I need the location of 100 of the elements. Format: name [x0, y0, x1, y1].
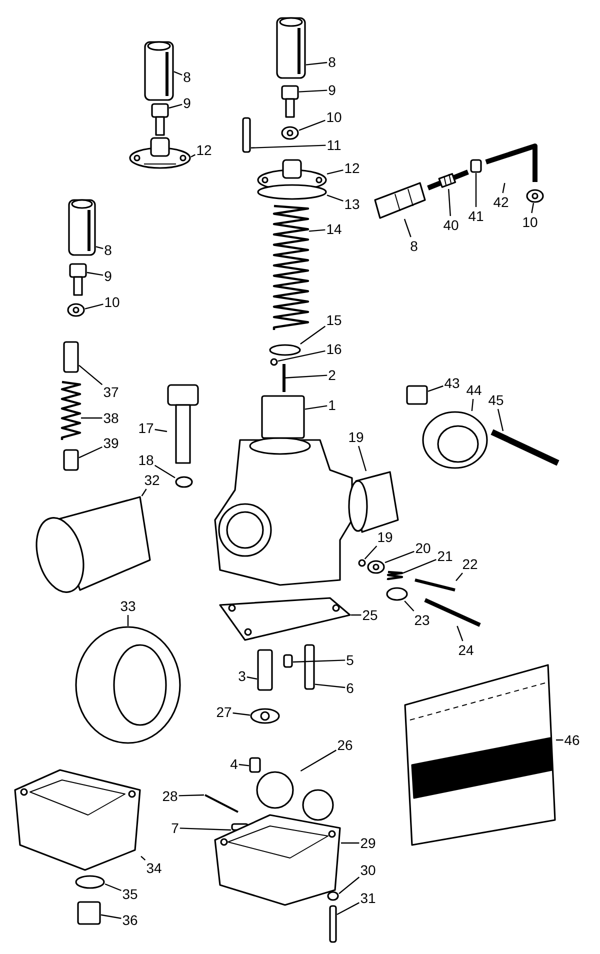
leader-line — [78, 364, 103, 386]
leader-line — [304, 405, 328, 410]
washer-drawing — [327, 891, 339, 901]
leader-line — [154, 428, 168, 432]
screw-drawing — [329, 905, 337, 943]
gasket-drawing — [219, 597, 351, 641]
leader-line — [428, 385, 444, 392]
spring-drawing — [272, 204, 310, 331]
leader-line — [326, 194, 344, 202]
callout-number: 26 — [337, 737, 353, 753]
leader-line — [456, 626, 464, 642]
pin-drawing — [204, 794, 238, 813]
spring-drawing — [386, 570, 404, 580]
float-valve-drawing — [249, 757, 261, 773]
cable-adjuster-drawing — [427, 170, 469, 190]
callout-number: 12 — [344, 160, 360, 176]
clamp-drawing — [422, 411, 488, 469]
leader-line — [364, 546, 378, 560]
callout-number: 42 — [493, 194, 509, 210]
sleeve-drawing — [348, 471, 399, 533]
leader-line — [96, 246, 104, 250]
leader-line — [358, 446, 367, 472]
bolt-drawing — [490, 429, 560, 466]
cable-sheath-drawing — [485, 144, 538, 182]
callout-number: 10 — [522, 214, 538, 230]
leader-line — [232, 712, 250, 716]
callout-number: 43 — [444, 375, 460, 391]
leader-line — [351, 614, 362, 616]
jet-drawing — [304, 644, 315, 690]
callout-number: 29 — [360, 835, 376, 851]
parts-bag-drawing — [404, 664, 556, 846]
leader-line — [338, 876, 360, 894]
spacer-drawing — [406, 385, 428, 405]
screw-drawing — [63, 341, 79, 373]
leader-line — [402, 559, 436, 574]
callout-number: 10 — [326, 109, 342, 125]
leader-line — [180, 828, 232, 831]
adjuster-screw-drawing — [151, 103, 169, 136]
leader-line — [404, 218, 412, 238]
leader-line — [190, 154, 196, 158]
callout-number: 46 — [564, 732, 580, 748]
starter-knob-drawing — [167, 384, 199, 464]
callout-number: 25 — [362, 607, 378, 623]
leader-line — [246, 676, 258, 680]
float-bowl-drawing — [214, 814, 341, 906]
rubber-boot-drawing — [374, 182, 426, 219]
callout-number: 19 — [377, 529, 393, 545]
callout-number: 44 — [466, 382, 482, 398]
callout-number: 39 — [103, 435, 119, 451]
washer-drawing — [269, 344, 301, 356]
screw-drawing — [242, 117, 251, 153]
leader-line — [308, 229, 326, 232]
leader-line — [497, 408, 504, 432]
leader-line — [292, 660, 346, 663]
leader-line — [104, 883, 122, 892]
callout-number: 15 — [326, 312, 342, 328]
leader-line — [298, 90, 328, 92]
callout-number: 8 — [183, 69, 191, 85]
leader-line — [300, 326, 326, 344]
leader-line — [531, 202, 534, 214]
callout-number: 21 — [437, 548, 453, 564]
leader-line — [174, 71, 182, 76]
jet-drawing — [283, 654, 293, 668]
callout-number: 8 — [104, 242, 112, 258]
callout-number: 16 — [326, 341, 342, 357]
leader-line — [384, 550, 414, 564]
leader-line — [341, 842, 360, 844]
callout-number: 3 — [238, 668, 246, 684]
callout-number: 27 — [216, 704, 232, 720]
filter-ring-drawing — [75, 626, 181, 744]
callout-number: 45 — [488, 392, 504, 408]
leader-line — [140, 856, 146, 861]
callout-number: 41 — [468, 208, 484, 224]
leader-line — [502, 182, 506, 194]
callout-number: 2 — [328, 367, 336, 383]
jet-holder-drawing — [257, 649, 273, 691]
callout-number: 19 — [348, 429, 364, 445]
intake-trumpet-drawing — [36, 496, 151, 593]
needle-drawing — [282, 364, 286, 392]
nut-drawing — [470, 159, 482, 173]
leader-line — [81, 417, 102, 419]
callout-number: 30 — [360, 862, 376, 878]
leader-line — [84, 304, 104, 310]
cover-cap-drawing — [129, 137, 191, 169]
callout-number: 28 — [162, 788, 178, 804]
callout-number: 40 — [443, 217, 459, 233]
leader-line — [314, 684, 346, 688]
callout-number: 10 — [104, 294, 120, 310]
leader-line — [475, 173, 477, 207]
callout-number: 22 — [462, 556, 478, 572]
nut-drawing — [367, 560, 385, 574]
leader-line — [404, 600, 414, 612]
rubber-boot-drawing — [144, 41, 174, 101]
leader-line — [456, 572, 463, 582]
rubber-boot-drawing — [276, 17, 306, 79]
callout-number: 11 — [326, 137, 342, 153]
callout-number: 13 — [344, 196, 360, 212]
nut-drawing — [281, 126, 299, 140]
adjuster-screw-drawing — [69, 263, 87, 296]
callout-number: 6 — [346, 680, 354, 696]
